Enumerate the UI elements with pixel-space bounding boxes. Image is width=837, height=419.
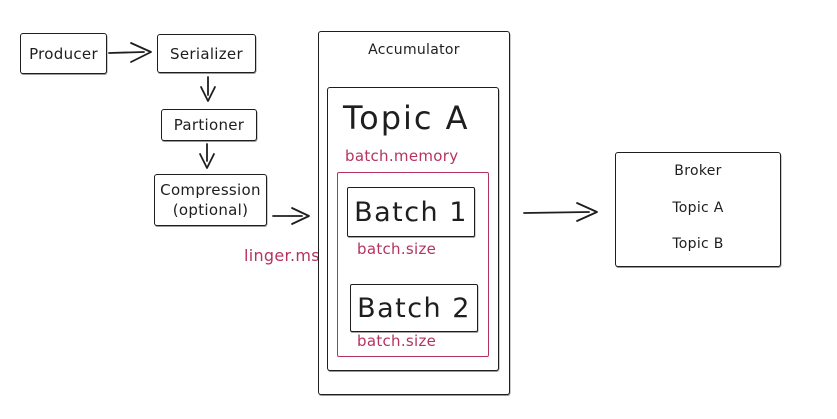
serializer-label: Serializer <box>170 44 243 63</box>
batch-memory-label: batch.memory <box>345 147 459 165</box>
batch-2-size-label: batch.size <box>357 332 437 350</box>
arrow-serializer-to-partioner <box>200 76 216 102</box>
arrow-accumulator-to-broker <box>523 202 598 222</box>
compression-box: Compression (optional) <box>154 174 267 226</box>
linger-ms-label: linger.ms <box>244 246 320 265</box>
batch-memory-region <box>337 172 489 357</box>
producer-box: Producer <box>20 33 107 74</box>
batch-1-size-label: batch.size <box>357 240 437 258</box>
arrow-producer-to-serializer <box>108 42 152 63</box>
accumulator-title: Accumulator <box>368 42 460 58</box>
compression-label-line1: Compression <box>160 180 261 199</box>
batch-2-box: Batch 2 <box>350 284 478 332</box>
serializer-box: Serializer <box>157 34 256 73</box>
partioner-box: Partioner <box>161 109 257 141</box>
batch-1-label: Batch 1 <box>354 196 468 228</box>
batch-1-box: Batch 1 <box>347 187 475 237</box>
compression-label-line2: (optional) <box>172 201 249 219</box>
partioner-label: Partioner <box>173 116 245 134</box>
batch-2-label: Batch 2 <box>357 292 471 324</box>
broker-topic-b: Topic B <box>672 236 724 252</box>
broker-box: Broker Topic A Topic B <box>615 152 781 267</box>
broker-topic-a: Topic A <box>672 199 724 216</box>
broker-title: Broker <box>674 163 722 179</box>
arrow-compression-to-accumulator <box>272 207 310 225</box>
producer-label: Producer <box>29 44 98 63</box>
topic-a-title: Topic A <box>343 99 470 137</box>
arrow-partioner-to-compression <box>199 143 215 169</box>
